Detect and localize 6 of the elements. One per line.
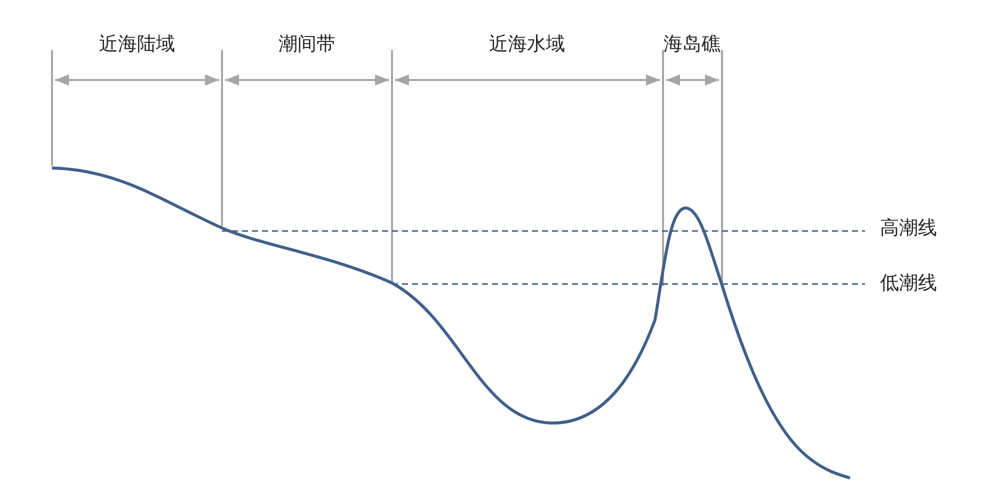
tide-line-label: 低潮线 [880,272,937,295]
zone-label: 潮间带 [278,33,336,56]
zone-label: 海岛礁 [664,33,720,56]
zone-label: 近海水域 [489,33,565,56]
zone-label: 近海陆域 [99,33,175,56]
tide-line-label: 高潮线 [880,217,937,240]
